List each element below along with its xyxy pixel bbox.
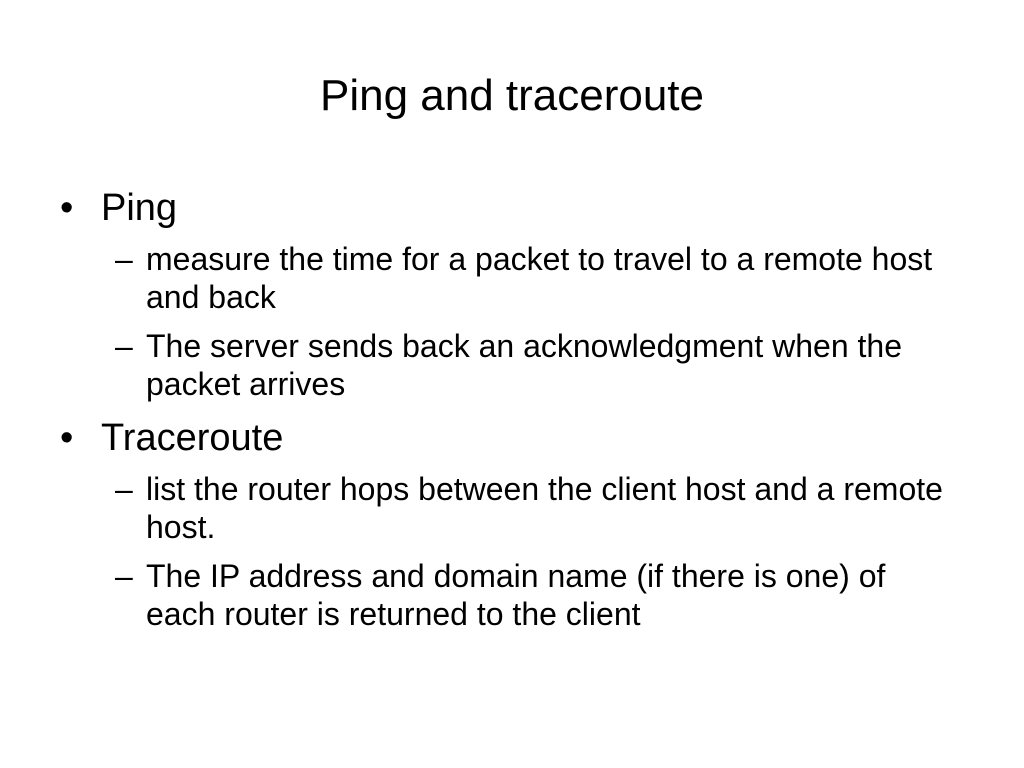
bullet-marker: •	[60, 187, 74, 229]
slide-title: Ping and traceroute	[319, 71, 705, 120]
sub-bullet: – The server sends back an acknowledgmen…	[60, 327, 960, 403]
bullet-group-ping: • Ping – measure the time for a packet t…	[60, 184, 960, 403]
slide-body: • Ping – measure the time for a packet t…	[60, 184, 960, 644]
bullet-label: Ping	[101, 187, 178, 229]
sub-bullet-text: list the router hops between the client …	[146, 471, 943, 545]
sub-bullet-marker: –	[115, 558, 133, 594]
sub-bullet: – measure the time for a packet to trave…	[60, 240, 960, 316]
sub-bullet-text: measure the time for a packet to travel …	[146, 241, 933, 315]
bullet-label: Traceroute	[101, 417, 284, 459]
sub-bullet-marker: –	[115, 471, 133, 507]
sub-bullet: – list the router hops between the clien…	[60, 470, 960, 546]
sub-bullet-marker: –	[115, 241, 133, 277]
sub-bullet-marker: –	[115, 328, 133, 364]
bullet-traceroute: • Traceroute	[60, 414, 960, 462]
bullet-marker: •	[60, 417, 74, 459]
sub-bullet: – The IP address and domain name (if the…	[60, 557, 960, 633]
sub-bullet-text: The IP address and domain name (if there…	[146, 558, 886, 632]
bullet-group-traceroute: • Traceroute – list the router hops betw…	[60, 414, 960, 633]
bullet-ping: • Ping	[60, 184, 960, 232]
sub-bullet-text: The server sends back an acknowledgment …	[146, 328, 902, 402]
